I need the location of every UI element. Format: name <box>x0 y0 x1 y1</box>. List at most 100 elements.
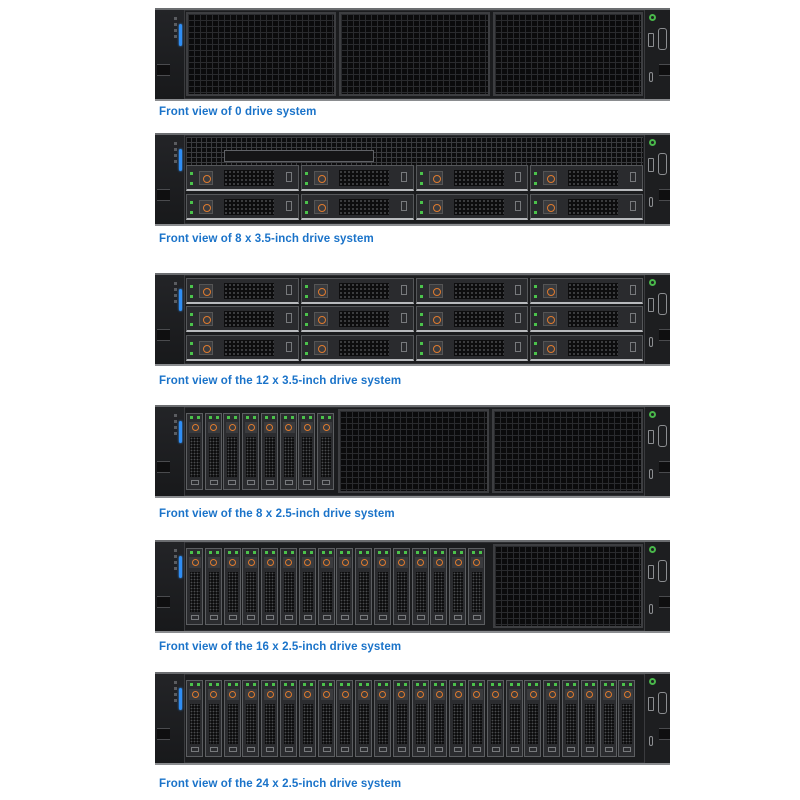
drive-tray-25 <box>449 680 467 757</box>
release-button-icon <box>264 689 277 700</box>
release-button-icon <box>621 689 634 700</box>
vga-port-icon <box>658 425 667 447</box>
power-button-icon <box>649 139 656 146</box>
left-control-panel <box>155 135 185 224</box>
drive-tray-25 <box>543 680 561 757</box>
status-indicators <box>174 549 178 573</box>
rack-handle-right <box>659 64 670 76</box>
left-control-panel <box>155 407 185 496</box>
usb-c-port-icon <box>649 72 653 82</box>
drive-blank-panel <box>492 12 643 96</box>
drive-blank-panel <box>339 12 490 96</box>
drive-tray-25 <box>298 548 316 625</box>
drive-tray-25 <box>430 680 448 757</box>
drive-tray-25 <box>223 413 241 490</box>
left-control-panel <box>155 10 185 99</box>
server-front-8x35 <box>155 133 670 226</box>
release-button-icon <box>395 557 408 568</box>
rack-handle-right <box>659 728 670 740</box>
drive-tray-35 <box>530 334 643 361</box>
figure-caption: Front view of the 12 x 3.5-inch drive sy… <box>159 375 402 387</box>
drive-tray-25 <box>279 548 297 625</box>
drive-tray-25 <box>223 680 241 757</box>
right-control-panel <box>644 10 670 99</box>
left-control-panel <box>155 674 185 763</box>
server-front-24x25 <box>155 672 670 765</box>
rack-handle-right <box>659 189 670 201</box>
drive-tray-25 <box>260 413 278 490</box>
release-button-icon <box>199 340 213 355</box>
release-button-icon <box>543 171 558 185</box>
status-indicators <box>174 17 178 41</box>
drive-tray-35 <box>415 165 529 191</box>
release-button-icon <box>339 689 352 700</box>
drive-tray-25 <box>505 680 523 757</box>
release-button-icon <box>189 422 201 433</box>
right-control-panel <box>644 275 670 364</box>
drive-blank-panel <box>338 409 489 493</box>
release-button-icon <box>376 557 389 568</box>
drive-blank-panel <box>186 12 337 96</box>
optical-drive-bay <box>224 150 374 162</box>
server-front-16x25 <box>155 540 670 633</box>
left-control-panel <box>155 542 185 631</box>
usb-c-port-icon <box>649 469 653 479</box>
rack-handle-right <box>659 329 670 341</box>
release-button-icon <box>320 689 333 700</box>
release-button-icon <box>207 422 220 433</box>
rack-handle-right <box>659 596 670 608</box>
figure-caption: Front view of 8 x 3.5-inch drive system <box>159 233 374 245</box>
drive-tray-35 <box>530 306 643 333</box>
release-button-icon <box>602 689 615 700</box>
power-button-icon <box>649 546 656 553</box>
release-button-icon <box>564 689 577 700</box>
release-button-icon <box>282 422 295 433</box>
drive-tray-25 <box>336 548 354 625</box>
usb-port-icon <box>648 430 654 444</box>
drive-tray-25 <box>373 680 391 757</box>
release-button-icon <box>313 200 328 214</box>
release-button-icon <box>226 689 239 700</box>
release-button-icon <box>543 340 558 355</box>
drive-tray-35 <box>186 306 299 333</box>
drive-tray-25 <box>204 680 222 757</box>
release-button-icon <box>452 689 465 700</box>
usb-port-icon <box>648 565 654 579</box>
drive-tray-25 <box>355 548 373 625</box>
drive-tray-25 <box>261 680 279 757</box>
drive-tray-25 <box>373 548 391 625</box>
rack-handle-left <box>157 728 170 740</box>
release-button-icon <box>358 557 371 568</box>
status-led-icon <box>179 289 182 311</box>
drive-tray-25 <box>467 680 485 757</box>
drive-tray-25 <box>580 680 598 757</box>
release-button-icon <box>313 312 328 327</box>
drive-tray-35 <box>300 194 414 220</box>
release-button-icon <box>320 557 333 568</box>
figure-caption: Front view of 0 drive system <box>159 106 317 118</box>
drive-tray-25 <box>242 548 260 625</box>
drive-tray-25 <box>317 413 334 490</box>
release-button-icon <box>546 689 559 700</box>
release-button-icon <box>470 689 483 700</box>
drive-tray-25 <box>279 413 297 490</box>
drive-tray-25 <box>355 680 373 757</box>
blank-bay-area <box>338 409 643 493</box>
drive-tray-25 <box>561 680 579 757</box>
vga-port-icon <box>658 692 667 714</box>
drive-tray-35 <box>186 194 299 220</box>
drive-tray-35 <box>415 194 529 220</box>
usb-port-icon <box>648 697 654 711</box>
server-front-8x25 <box>155 405 670 498</box>
drive-tray-25 <box>261 548 279 625</box>
release-button-icon <box>376 689 389 700</box>
release-button-icon <box>207 689 220 700</box>
status-led-icon <box>179 556 182 578</box>
drive-bay-sff <box>186 548 485 625</box>
drive-tray-35 <box>300 278 414 304</box>
release-button-icon <box>264 557 277 568</box>
drive-tray-35 <box>415 278 529 304</box>
right-control-panel <box>644 542 670 631</box>
figure-caption: Front view of the 24 x 2.5-inch drive sy… <box>159 778 402 790</box>
usb-port-icon <box>648 158 654 172</box>
